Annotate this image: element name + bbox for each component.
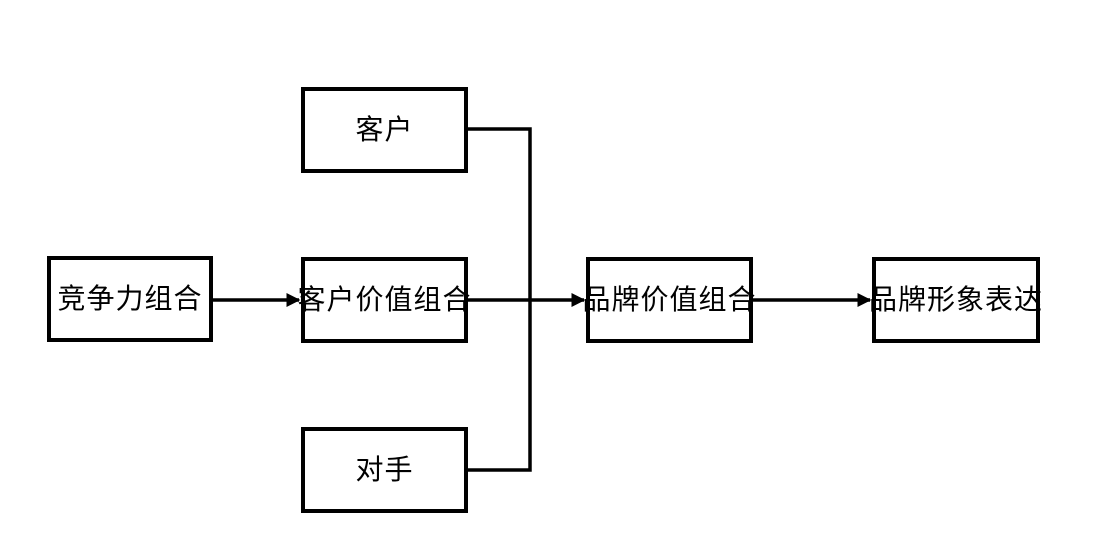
node-label: 客户价值组合 bbox=[297, 284, 472, 315]
node-brand-value-mix[interactable]: 品牌价值组合 bbox=[583, 257, 756, 343]
node-label: 品牌形象表达 bbox=[869, 284, 1044, 315]
node-label: 客户 bbox=[355, 114, 414, 145]
node-opponent[interactable]: 对手 bbox=[301, 427, 468, 513]
node-brand-image-expression[interactable]: 品牌形象表达 bbox=[869, 257, 1044, 343]
node-label: 竞争力组合 bbox=[57, 283, 203, 314]
node-customer-value-mix[interactable]: 客户价值组合 bbox=[298, 257, 471, 343]
node-customer[interactable]: 客户 bbox=[301, 87, 468, 173]
node-label: 对手 bbox=[355, 454, 414, 485]
node-competitiveness-mix[interactable]: 竞争力组合 bbox=[47, 256, 213, 342]
node-label: 品牌价值组合 bbox=[582, 284, 757, 315]
